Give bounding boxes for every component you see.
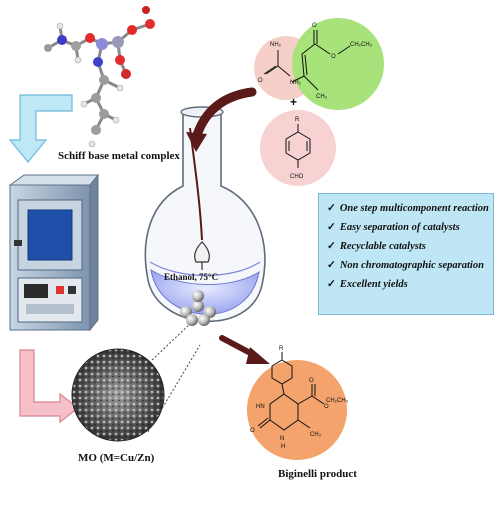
product-structure xyxy=(257,352,325,431)
plus-sign: + xyxy=(290,95,297,109)
arrow-down-blue xyxy=(8,94,73,163)
arrow-to-product-head xyxy=(246,347,270,364)
aldehyde-structure xyxy=(285,124,311,168)
check-icon: ✓ xyxy=(327,241,336,252)
product-urea-o: O xyxy=(250,428,255,434)
product-ethyl: CH₂CH₃ xyxy=(326,398,349,404)
arrow-right-pink xyxy=(19,349,79,424)
product-nh-h: H xyxy=(281,444,285,450)
feature-text: Recyclable catalysts xyxy=(339,241,426,252)
zoom-line-bottom xyxy=(147,344,201,433)
ester-methyl: CH₃ xyxy=(316,94,328,100)
check-icon: ✓ xyxy=(327,260,336,271)
product-n: N xyxy=(280,436,284,442)
biginelli-product-label: Biginelli product xyxy=(278,468,357,480)
curved-arrow-in-head xyxy=(186,132,207,152)
feature-text: One step multicomponent reaction xyxy=(339,203,489,214)
curved-arrow-in xyxy=(191,87,257,143)
schiff-base-complex-label: Schiff base metal complex xyxy=(58,150,180,162)
zoom-line-top xyxy=(151,321,193,361)
ester-o: O xyxy=(331,54,336,60)
aldehyde-circle xyxy=(260,110,336,186)
product-methyl: CH₃ xyxy=(310,432,322,438)
check-icon: ✓ xyxy=(327,203,336,214)
muffle-furnace xyxy=(8,173,100,332)
schiff-base-complex-model xyxy=(44,6,155,148)
urea-o: O xyxy=(258,78,263,84)
product-ester-o: O xyxy=(324,404,329,410)
product-hn: HN xyxy=(256,404,265,410)
feature-item: ✓One step multicomponent reaction xyxy=(327,199,489,218)
feature-item: ✓Easy separation of catalysts xyxy=(327,218,489,237)
product-carbonyl-o: O xyxy=(309,378,314,384)
feature-text: Non chromatographic separation xyxy=(339,260,484,271)
metal-oxide-label: MO (M=Cu/Zn) xyxy=(78,452,155,464)
check-icon: ✓ xyxy=(327,222,336,233)
ester-carbonyl-o: O xyxy=(312,23,317,29)
product-r: R xyxy=(279,346,284,352)
aldehyde-cho: CHO xyxy=(290,174,304,180)
feature-item: ✓Recyclable catalysts xyxy=(327,237,489,256)
urea-nh2-top: NH₂ xyxy=(270,42,282,48)
feature-item: ✓Non chromatographic separation xyxy=(327,256,489,275)
features-box: ✓One step multicomponent reaction ✓Easy … xyxy=(318,193,494,315)
round-bottom-flask xyxy=(144,106,266,326)
ester-structure xyxy=(291,30,351,91)
feature-text: Excellent yields xyxy=(339,279,408,290)
aldehyde-r: R xyxy=(295,117,300,123)
urea-structure xyxy=(263,50,291,77)
flask-condition-label: Ethanol, 75°C xyxy=(164,272,219,282)
product-circle xyxy=(247,360,347,460)
feature-item: ✓Excellent yields xyxy=(327,275,489,294)
check-icon: ✓ xyxy=(327,279,336,290)
feature-text: Easy separation of catalysts xyxy=(339,222,460,233)
sem-image xyxy=(71,348,165,442)
urea-nh2-right: NH₂ xyxy=(290,80,302,86)
ester-ethyl: CH₂CH₃ xyxy=(350,42,373,48)
